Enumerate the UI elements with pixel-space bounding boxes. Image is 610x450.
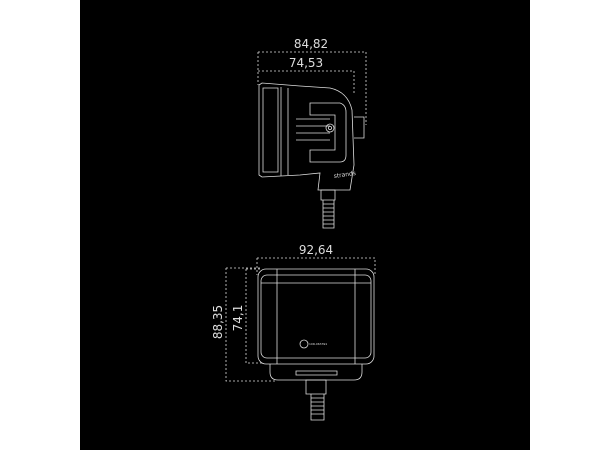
dim-front-width: 92,64 [299,243,333,257]
dim-front-body-height: 74,1 [231,305,245,332]
front-dimension-lines [225,257,376,382]
side-dimension-lines [257,51,367,125]
dim-front-overall-height: 88,35 [211,305,225,339]
dim-side-body-width: 74,53 [289,56,323,70]
front-view-lamp [257,268,375,421]
side-view-lamp [258,82,365,229]
brand-label: strands [333,170,356,180]
dim-side-overall-width: 84,82 [294,37,328,51]
approval-label: 10R-063391 [309,342,327,346]
